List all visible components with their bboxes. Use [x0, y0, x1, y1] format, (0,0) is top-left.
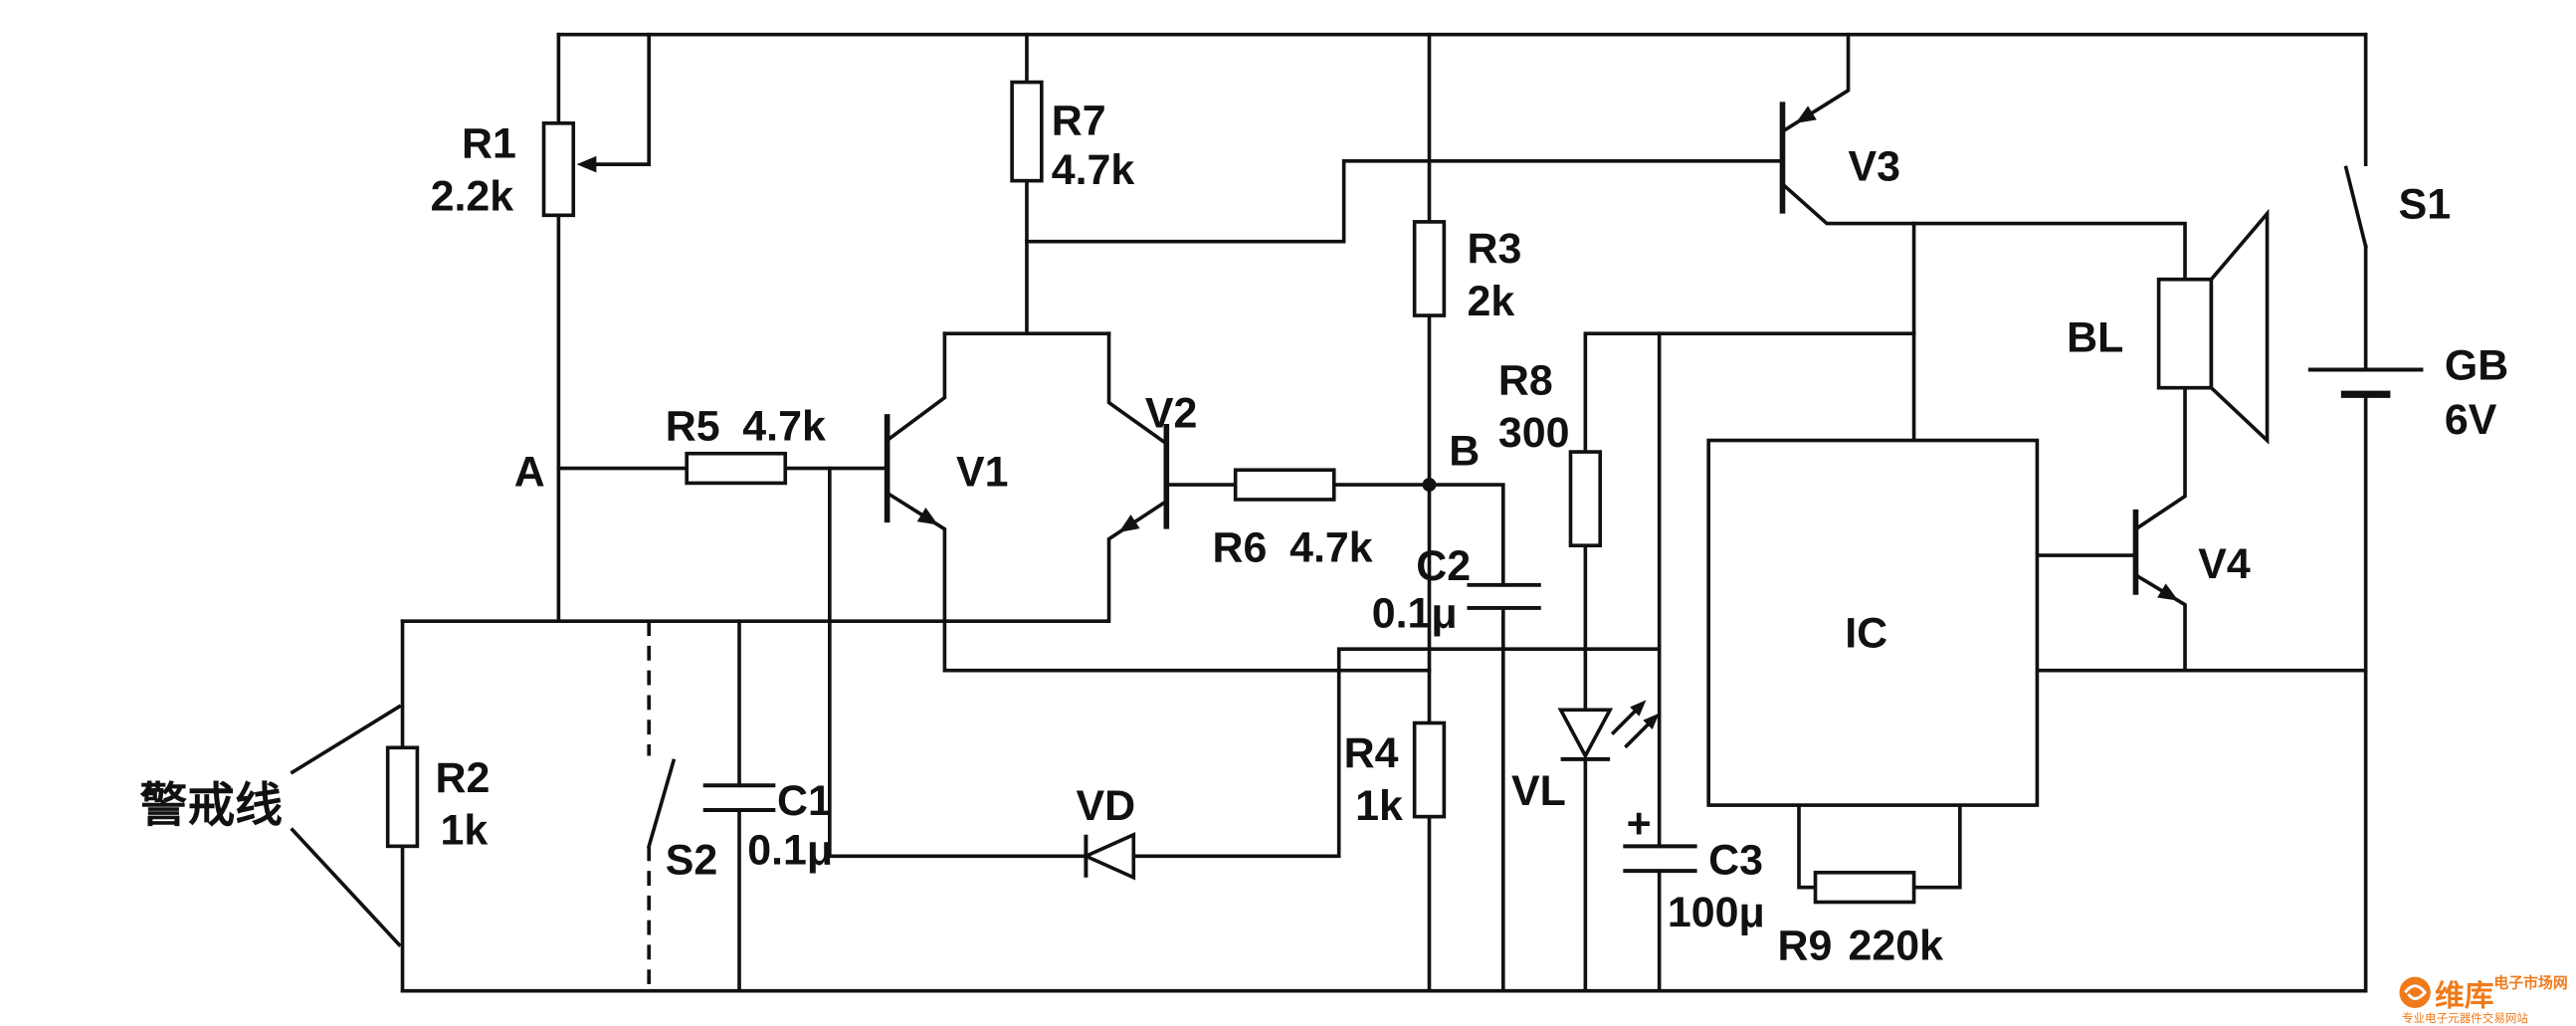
emitter-arrow-icon — [2157, 583, 2179, 601]
vl-label: VL — [1511, 767, 1566, 815]
r5-value-label: 4.7k — [742, 403, 826, 451]
alarm-wire-lower — [290, 827, 402, 947]
gb-value-label: 6V — [2445, 396, 2497, 444]
v2-label: V2 — [1145, 389, 1197, 437]
wire-r1-wiper — [592, 32, 652, 166]
r5-ref-label: R5 — [666, 403, 720, 451]
ic-block — [1706, 438, 2040, 807]
watermark-site: 电子市场网 — [2493, 973, 2567, 991]
watermark-brand: 维库 — [2435, 979, 2493, 1014]
resistor-r8 — [1568, 450, 1603, 548]
v4-label: V4 — [2198, 540, 2251, 588]
resistor-r6 — [1233, 468, 1336, 502]
switch-s2-lever — [646, 758, 677, 849]
r1-value-label: 2.2k — [431, 172, 514, 220]
node-b-label: B — [1449, 427, 1480, 475]
wires — [290, 32, 2368, 993]
r4-value-label: 1k — [1355, 782, 1403, 830]
wire-v3-emitter — [1779, 32, 1851, 134]
transistor-v2 — [1118, 424, 1170, 532]
transistor-v3 — [1779, 102, 1817, 214]
wire — [1025, 159, 1785, 244]
r8-value-label: 300 — [1498, 409, 1570, 457]
v3-label: V3 — [1849, 143, 1900, 191]
r9-value-label: 220k — [1849, 922, 1944, 969]
node-a-label: A — [514, 449, 545, 497]
c3-polarity-label: + — [1627, 800, 1652, 848]
s1-label: S1 — [2399, 181, 2451, 229]
switch-s1-lever — [2343, 165, 2368, 249]
wire-v1-emitter — [885, 490, 1432, 673]
diode-vd — [1081, 831, 1136, 881]
wire-v1-collector — [885, 331, 947, 444]
wire-v4-emitter — [2133, 572, 2187, 673]
wire-v4-collector — [2132, 385, 2187, 532]
r6-ref-label: R6 — [1213, 524, 1268, 572]
bl-label: BL — [2067, 313, 2123, 361]
s2-label: S2 — [666, 836, 717, 884]
r7-value-label: 4.7k — [1052, 146, 1135, 194]
c3-ref-label: C3 — [1708, 836, 1763, 884]
alarm-wire-label: 警戒线 — [139, 779, 283, 834]
wire — [1131, 647, 1662, 859]
emitter-arrow-icon — [916, 508, 938, 525]
v1-label: V1 — [956, 449, 1008, 497]
gb-ref-label: GB — [2445, 341, 2508, 389]
wire — [1797, 803, 1818, 890]
transistor-v4 — [2132, 509, 2179, 601]
wiper-arrow-icon — [576, 155, 597, 173]
wire-v2-collector — [1106, 331, 1169, 447]
light-arrow-icon — [1610, 700, 1660, 749]
r6-value-label: 4.7k — [1289, 524, 1373, 572]
logo-swirl-icon — [2404, 984, 2427, 1000]
emitter-arrow-icon — [1795, 105, 1817, 123]
resistor-r9 — [1813, 870, 1916, 905]
wire-v3-collector — [1779, 181, 2187, 282]
r1-ref-label: R1 — [462, 120, 516, 168]
c1-value-label: 0.1μ — [747, 827, 833, 875]
resistor-r5 — [685, 451, 788, 486]
watermark-logo: 维库 电子市场网 专业电子元器件交易网站 — [2399, 973, 2568, 1025]
node-b-junction — [1422, 478, 1437, 493]
r2-ref-label: R2 — [436, 754, 491, 802]
resistor-r7 — [1010, 80, 1044, 183]
ic-label: IC — [1845, 610, 1887, 658]
r3-value-label: 2k — [1467, 278, 1514, 325]
wire — [828, 466, 1089, 859]
transistor-v1 — [884, 414, 938, 525]
r3-ref-label: R3 — [1467, 225, 1521, 273]
r7-ref-label: R7 — [1052, 97, 1106, 144]
labels: R1 2.2k R7 4.7k V3 S1 R3 2k BL GB 6V R8 … — [139, 97, 2508, 969]
alarm-wire-upper — [290, 704, 402, 775]
wire — [1583, 331, 1916, 454]
led-vl — [1557, 700, 1660, 761]
potentiometer-r1 — [541, 121, 597, 218]
resistor-r2 — [385, 745, 420, 849]
capacitor-c1 — [702, 783, 776, 813]
r4-ref-label: R4 — [1344, 729, 1399, 777]
c2-ref-label: C2 — [1416, 542, 1471, 590]
wire — [1427, 483, 1505, 587]
r9-ref-label: R9 — [1778, 922, 1833, 969]
vd-label: VD — [1077, 782, 1136, 830]
c1-ref-label: C1 — [777, 777, 832, 825]
battery-gb — [2307, 367, 2424, 398]
c3-value-label: 100μ — [1668, 889, 1765, 936]
emitter-arrow-icon — [1118, 514, 1140, 532]
r8-ref-label: R8 — [1498, 356, 1553, 404]
capacitor-c2 — [1467, 582, 1541, 610]
wire — [1911, 803, 1962, 890]
speaker-bl — [2156, 208, 2270, 445]
watermark-tagline: 专业电子元器件交易网站 — [2402, 1011, 2528, 1025]
resistor-r3 — [1412, 220, 1447, 317]
capacitor-c3 — [1623, 844, 1697, 874]
wire-v2-emitter — [400, 499, 1169, 623]
c2-value-label: 0.1μ — [1372, 590, 1458, 638]
r2-value-label: 1k — [441, 807, 489, 855]
resistor-r4 — [1412, 720, 1447, 819]
logo-icon — [2399, 976, 2431, 1008]
